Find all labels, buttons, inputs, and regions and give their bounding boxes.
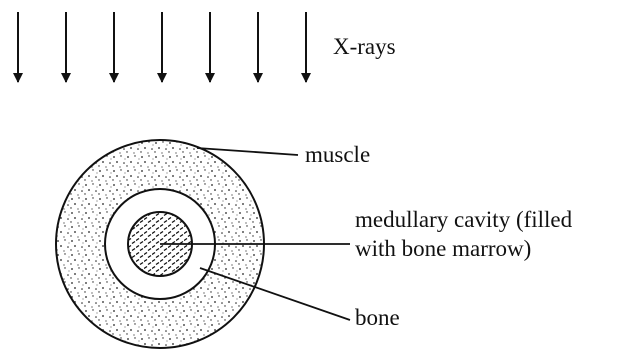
xray-label: X-rays: [333, 34, 396, 59]
bone-label: bone: [355, 305, 400, 330]
xray-arrows: [18, 12, 306, 82]
muscle-label: muscle: [305, 142, 370, 167]
cavity-label-line2: with bone marrow): [355, 236, 531, 261]
cavity-label-line1: medullary cavity (filled: [355, 207, 573, 232]
